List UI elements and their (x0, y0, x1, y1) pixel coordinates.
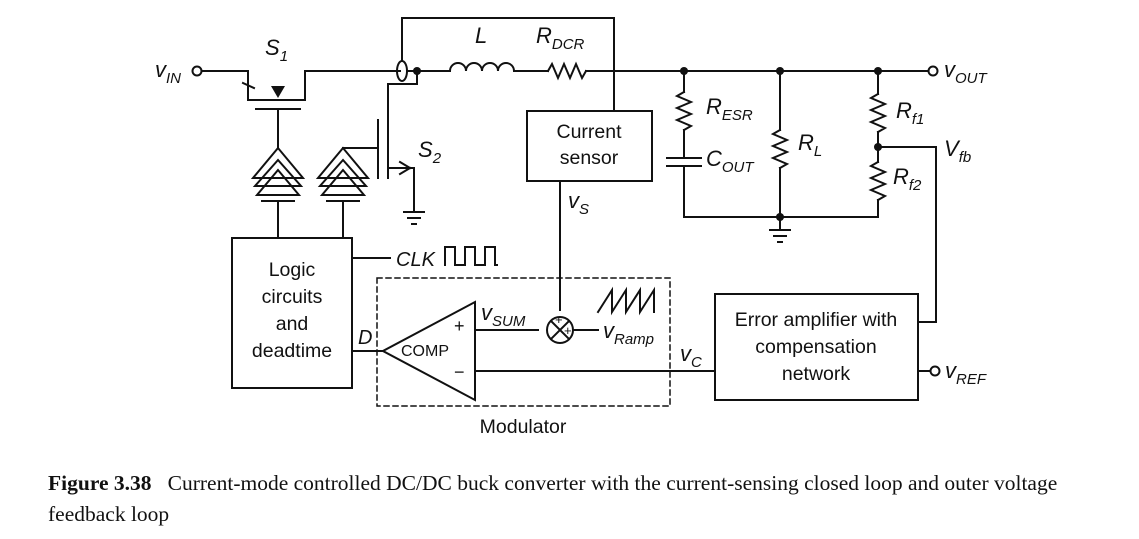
modulator-box (376, 277, 671, 407)
current-sensor-line-2: sensor (560, 147, 619, 169)
error-amp-line-1: Error amplifier with (735, 309, 898, 331)
driver-s2 (315, 146, 371, 179)
error-amp-line-2: compensation (755, 336, 876, 358)
logic-line-2: circuits (262, 286, 323, 308)
caption-text: Current-mode controlled DC/DC buck conve… (48, 471, 1058, 526)
current-sensor-line-1: Current (556, 121, 622, 143)
logic-line-1: Logic (269, 259, 316, 281)
label-vramp: vRamp (603, 318, 654, 348)
resistor-rdcr (546, 61, 588, 81)
label-rf1: Rf1 (896, 98, 924, 128)
label-l: L (475, 23, 487, 48)
label-vs: vS (568, 188, 589, 218)
error-amp-line-3: network (782, 363, 851, 385)
label-resr: RESR (706, 94, 753, 124)
circuit-diagram: vIN S1 S2 L RDCR RESR COUT RL Rf1 Rf2 Vf… (155, 17, 989, 438)
label-d: D (358, 327, 372, 349)
modulator-label: Modulator (480, 416, 567, 438)
vin-terminal (191, 65, 203, 77)
vref-terminal (929, 365, 941, 377)
clk-waveform (444, 246, 498, 266)
logic-line-3: and (276, 313, 309, 335)
label-rl: RL (798, 130, 822, 160)
label-cout: COUT (706, 146, 755, 176)
label-s2: S2 (418, 137, 442, 167)
label-vin: vIN (155, 57, 181, 87)
resistor-rl (770, 128, 790, 170)
figure-number: Figure 3.38 (48, 471, 152, 495)
label-comp-plus: + (454, 316, 465, 336)
ramp-waveform (596, 286, 655, 316)
driver-s1 (250, 146, 306, 179)
label-vfb: Vfb (944, 136, 971, 166)
inductor (448, 62, 516, 73)
logic-line-4: deadtime (252, 340, 332, 362)
comp-label: COMP (401, 343, 449, 360)
vout-terminal (927, 65, 939, 77)
resistor-rf1 (868, 92, 888, 134)
label-rf2: Rf2 (893, 164, 922, 194)
label-comp-minus: − (454, 362, 465, 382)
comparator (380, 300, 476, 402)
label-vsum: vSUM (481, 300, 526, 330)
label-s1: S1 (265, 35, 288, 65)
label-clk: CLK (396, 249, 437, 271)
label-vout: vOUT (944, 57, 989, 87)
current-sensor-block (526, 110, 653, 182)
label-sum-plus-right: + (564, 323, 572, 338)
label-sum-plus-top: + (555, 312, 563, 327)
label-vc: vC (680, 341, 702, 371)
label-vref: vREF (945, 358, 987, 388)
label-rdcr: RDCR (536, 23, 585, 53)
logic-block (231, 237, 353, 389)
figure-caption: Figure 3.38 Current-mode controlled DC/D… (48, 468, 1118, 530)
resistor-rf2 (868, 160, 888, 202)
resistor-resr (674, 90, 694, 132)
error-amp-block (714, 293, 919, 401)
